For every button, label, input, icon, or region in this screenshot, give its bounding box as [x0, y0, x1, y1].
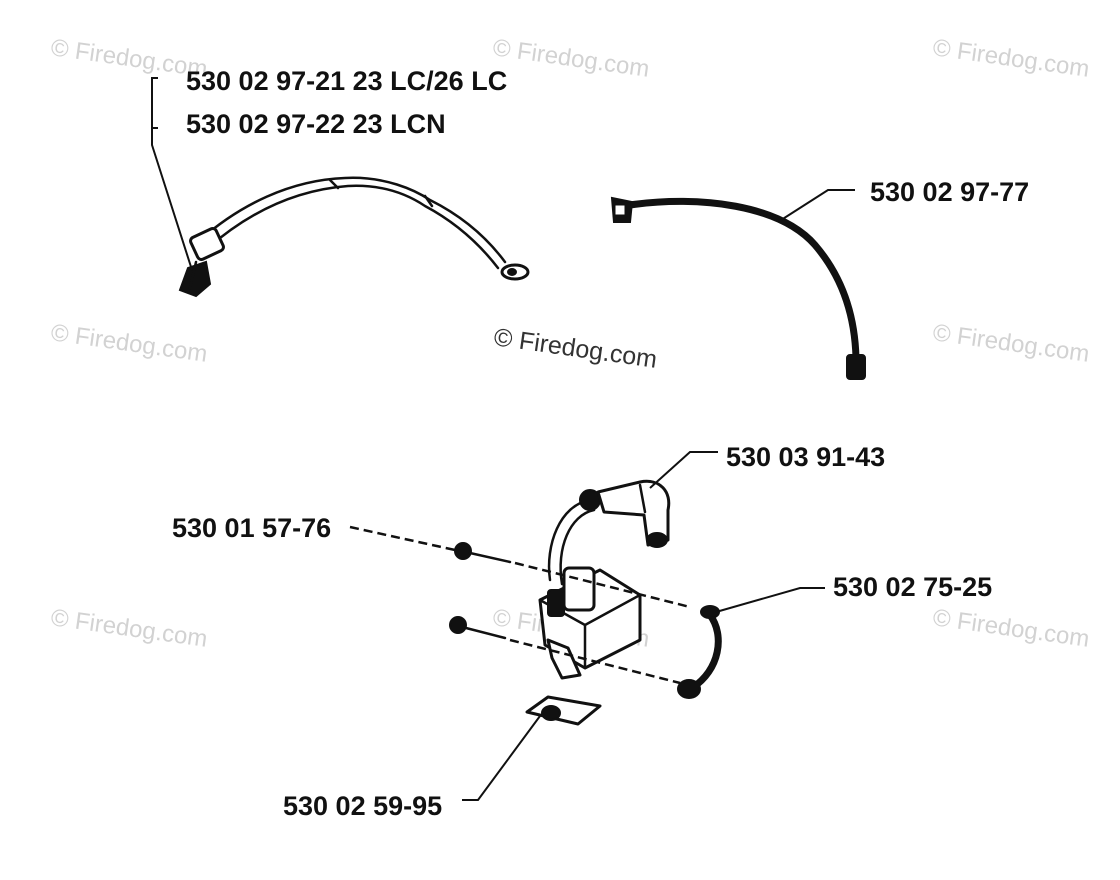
watermark: © Firedog.com	[931, 604, 1091, 653]
bracket-leader	[151, 77, 158, 129]
spark-plug-cap-leader	[649, 451, 718, 489]
watermark: © Firedog.com	[491, 34, 651, 83]
shim-leader	[462, 715, 541, 801]
screw-axis-upper	[514, 561, 691, 609]
callout-ignition-wire-a: 530 02 97-21 23 LC/26 LC	[186, 66, 507, 96]
screw-axis-lower	[509, 638, 681, 685]
ignition-wire-leader	[151, 128, 193, 271]
ignition-wire-part	[178, 176, 530, 298]
callout-shim: 530 02 59-95	[283, 791, 442, 821]
callout-screw: 530 01 57-76	[172, 513, 331, 543]
cable-sleeve-leader	[715, 587, 825, 613]
leader-lines	[151, 77, 855, 801]
watermark: © Firedog.com	[931, 34, 1091, 83]
callout-ignition-cable: 530 02 97-77	[870, 177, 1029, 207]
ignition-cable-part	[610, 196, 866, 380]
watermark-center: © Firedog.com	[492, 323, 659, 374]
ignition-module-part	[449, 479, 722, 726]
ignition-cable-leader	[777, 189, 855, 223]
callout-spark-plug-cap: 530 03 91-43	[726, 442, 885, 472]
watermark: © Firedog.com	[931, 319, 1091, 368]
watermark: © Firedog.com	[49, 604, 209, 653]
watermark: © Firedog.com	[49, 319, 209, 368]
callout-ignition-wire-b: 530 02 97-22 23 LCN	[186, 109, 446, 139]
screw-leader	[349, 525, 456, 552]
callout-cable-sleeve: 530 02 75-25	[833, 572, 992, 602]
callout-labels: 530 02 97-21 23 LC/26 LC 530 02 97-22 23…	[172, 66, 1029, 821]
